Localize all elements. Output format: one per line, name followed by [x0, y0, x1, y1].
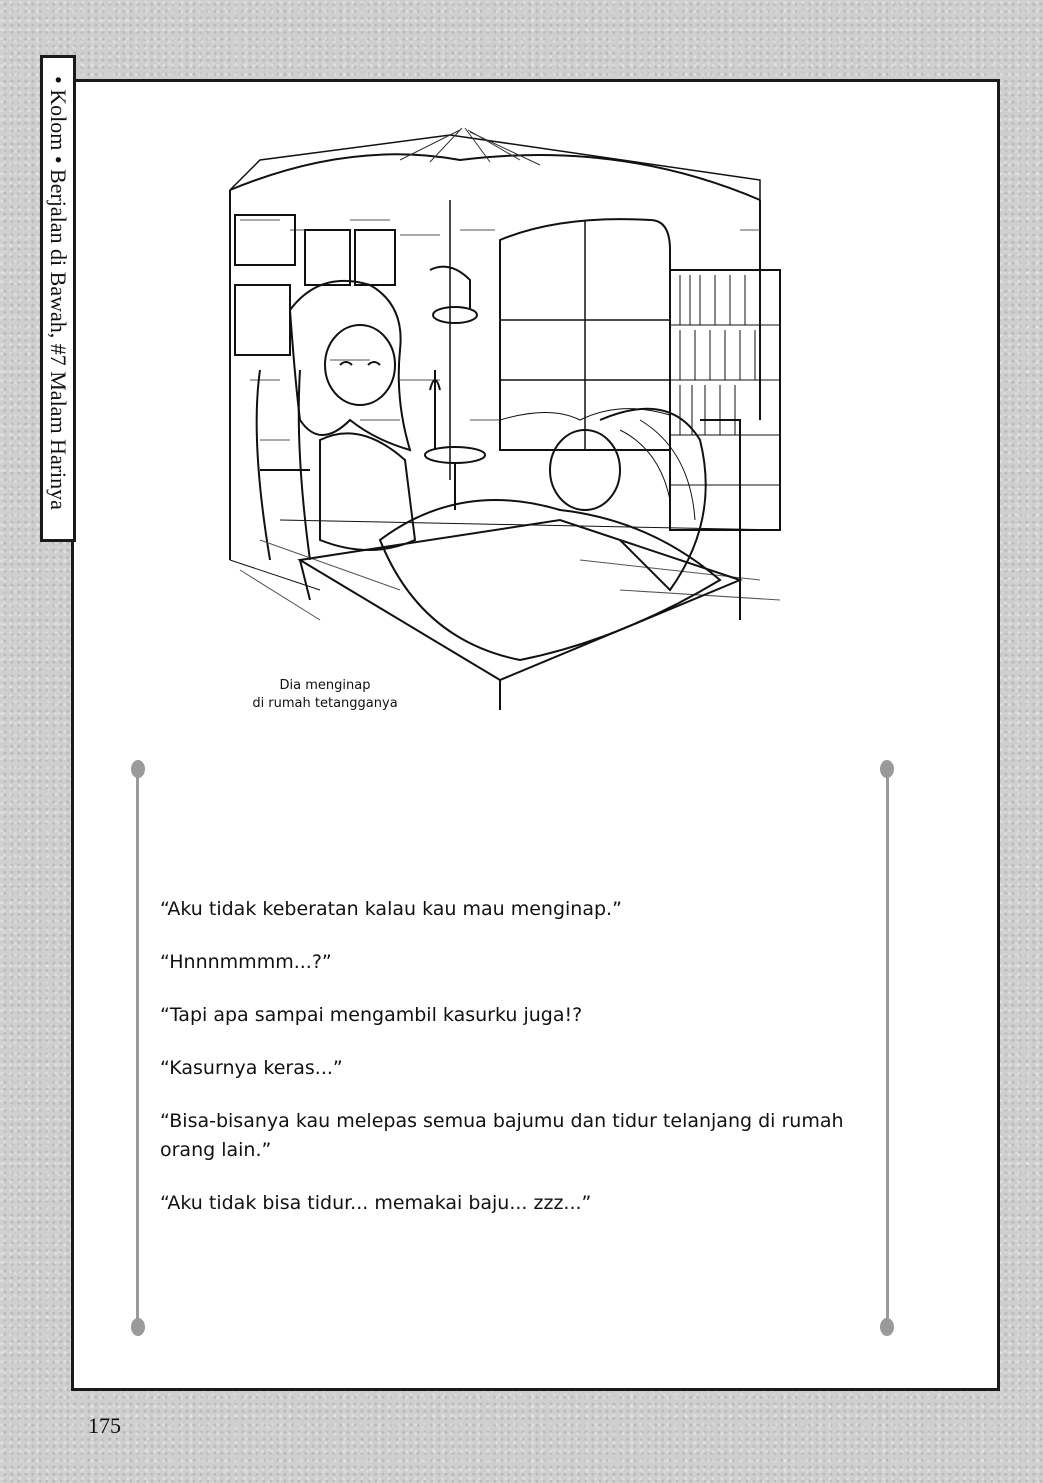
frame-ornament-top-right	[880, 760, 894, 778]
frame-ornament-bottom-left	[131, 1318, 145, 1336]
caption-line-2: di rumah tetangganya	[252, 696, 398, 711]
dialogue-line: “Aku tidak keberatan kalau kau mau mengi…	[160, 898, 622, 920]
illustration-caption: Dia menginap di rumah tetangganya	[225, 677, 425, 713]
caption-line-1: Dia menginap	[279, 678, 371, 693]
frame-ornament-bottom-right	[880, 1318, 894, 1336]
dialogue-line: “Bisa-bisanya kau melepas semua bajumu d…	[160, 1110, 844, 1161]
bedroom-illustration	[229, 127, 781, 710]
frame-line-right	[886, 775, 889, 1320]
page-number: 175	[88, 1413, 121, 1438]
column-title: • Kolom • Berjalan di Bawah, #7 Malam Ha…	[46, 76, 71, 510]
dialogue-line: “Hnnnmmmm...?”	[160, 951, 332, 973]
dialogue-line: “Kasurnya keras...”	[160, 1057, 343, 1079]
dialogue-line: “Aku tidak bisa tidur... memakai baju...…	[160, 1192, 592, 1214]
dialogue-line: “Tapi apa sampai mengambil kasurku juga!…	[160, 1004, 583, 1026]
dialogue-text: “Aku tidak keberatan kalau kau mau mengi…	[160, 895, 880, 1242]
frame-line-left	[136, 775, 139, 1320]
page-panel	[71, 79, 1000, 1391]
frame-ornament-top-left	[131, 760, 145, 778]
column-title-tab: • Kolom • Berjalan di Bawah, #7 Malam Ha…	[40, 55, 76, 542]
